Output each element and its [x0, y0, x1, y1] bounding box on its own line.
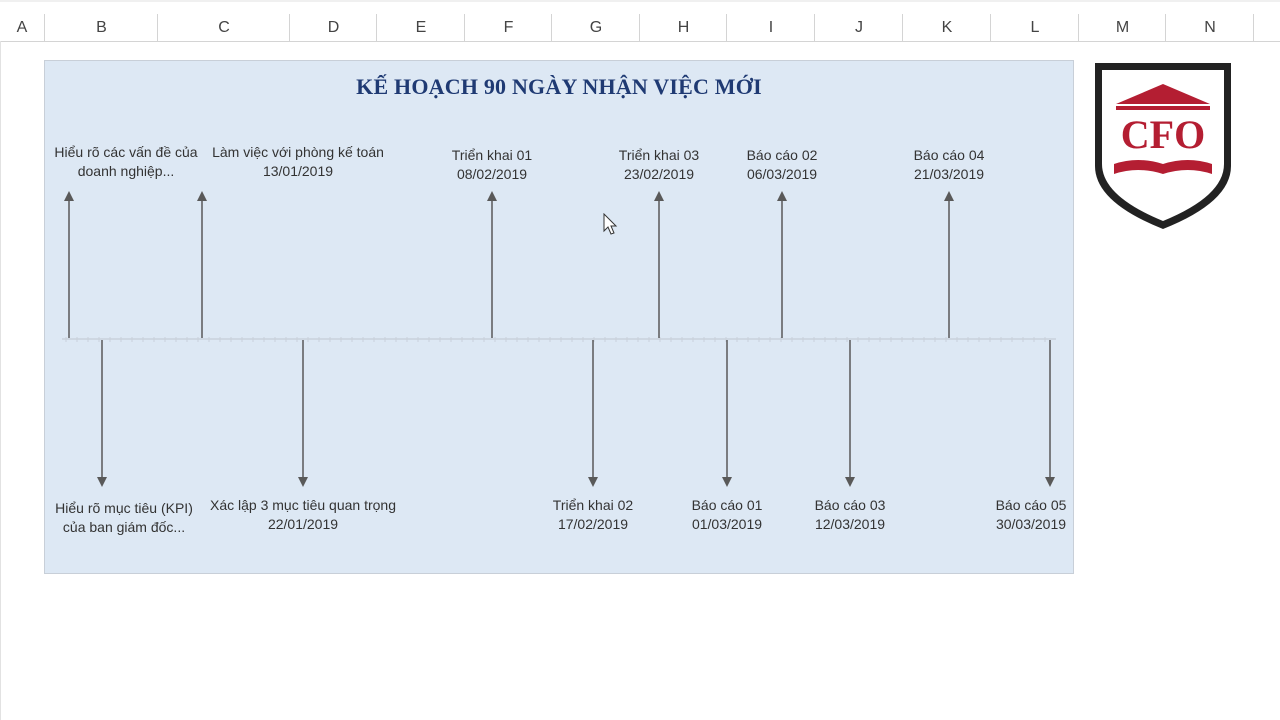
mouse-cursor-icon — [603, 213, 618, 235]
event-label-above-4: Triển khai 03 23/02/2019 — [619, 146, 699, 184]
event-label-above-2: Làm việc với phòng kế toán 13/01/2019 — [212, 143, 384, 181]
event-title: Báo cáo 04 — [913, 147, 985, 163]
chart-title: KẾ HOẠCH 90 NGÀY NHẬN VIỆC MỚI — [356, 74, 762, 99]
event-label-above-1: Hiểu rõ các vấn đề của doanh nghiệp... — [54, 143, 197, 181]
column-header-j[interactable]: J — [814, 14, 903, 41]
column-header-g[interactable]: G — [551, 14, 640, 41]
event-title: Làm việc với phòng kế toán — [212, 144, 384, 160]
column-header-a[interactable]: A — [16, 19, 28, 36]
event-label-above-3: Triển khai 01 08/02/2019 — [452, 146, 532, 184]
column-header-n[interactable]: N — [1165, 14, 1254, 41]
event-date: 30/03/2019 — [995, 516, 1067, 532]
event-title: Hiểu rõ mục tiêu (KPI) — [55, 500, 193, 516]
event-label-below-2: Xác lập 3 mục tiêu quan trọng 22/01/2019 — [210, 496, 396, 534]
event-label-above-5: Báo cáo 02 06/03/2019 — [747, 146, 818, 184]
column-header-i[interactable]: I — [726, 14, 815, 41]
event-title: Báo cáo 05 — [995, 497, 1067, 513]
column-header-k[interactable]: K — [902, 14, 991, 41]
logo-text: CFO — [1121, 112, 1205, 157]
event-label-below-3: Triển khai 02 17/02/2019 — [553, 496, 633, 534]
column-header-bar: A B C D E F G H I J K L M N — [0, 0, 1280, 42]
row-gridline — [0, 41, 1, 720]
column-header-l[interactable]: L — [990, 14, 1079, 41]
logo-roof-icon — [1116, 84, 1210, 104]
column-header-e[interactable]: E — [376, 14, 465, 41]
event-title: Hiểu rõ các vấn đề của — [54, 144, 198, 160]
timeline-axis-ticks — [65, 337, 1046, 342]
event-date: 22/01/2019 — [267, 516, 339, 532]
event-date: 12/03/2019 — [814, 516, 886, 532]
cfo-logo[interactable]: CFO — [1092, 60, 1234, 232]
event-date: 08/02/2019 — [456, 166, 528, 182]
event-title: Xác lập 3 mục tiêu quan trọng — [209, 497, 397, 513]
event-title: Triển khai 03 — [618, 147, 700, 163]
event-label-below-4: Báo cáo 01 01/03/2019 — [692, 496, 763, 534]
column-header-o[interactable] — [1253, 14, 1280, 41]
event-date: 01/03/2019 — [691, 516, 763, 532]
logo-book-icon — [1114, 160, 1212, 174]
event-date: 17/02/2019 — [557, 516, 629, 532]
event-title: Báo cáo 02 — [746, 147, 818, 163]
event-date: 06/03/2019 — [746, 166, 818, 182]
event-date: của ban giám đốc... — [62, 519, 186, 535]
column-header-b[interactable]: B — [44, 14, 158, 41]
event-label-below-6: Báo cáo 05 30/03/2019 — [996, 496, 1067, 534]
arrows-above — [64, 191, 954, 338]
event-title: Triển khai 01 — [451, 147, 533, 163]
column-header-d[interactable]: D — [289, 14, 377, 41]
column-header-f[interactable]: F — [464, 14, 552, 41]
column-header-m[interactable]: M — [1078, 14, 1166, 41]
event-label-above-6: Báo cáo 04 21/03/2019 — [914, 146, 985, 184]
event-title: Báo cáo 03 — [814, 497, 886, 513]
event-date: 23/02/2019 — [623, 166, 695, 182]
event-label-below-1: Hiểu rõ mục tiêu (KPI) của ban giám đốc.… — [55, 499, 193, 537]
event-label-below-5: Báo cáo 03 12/03/2019 — [815, 496, 886, 534]
logo-beam — [1116, 106, 1210, 110]
event-date: doanh nghiệp... — [77, 163, 175, 179]
arrows-below — [97, 340, 1055, 487]
ribbon-edge — [0, 0, 1280, 2]
event-date: 13/01/2019 — [262, 163, 334, 179]
event-title: Triển khai 02 — [552, 497, 634, 513]
event-title: Báo cáo 01 — [691, 497, 763, 513]
timeline-chart-area[interactable] — [44, 60, 1074, 574]
event-date: 21/03/2019 — [913, 166, 985, 182]
column-header-c[interactable]: C — [157, 14, 290, 41]
column-header-h[interactable]: H — [639, 14, 727, 41]
